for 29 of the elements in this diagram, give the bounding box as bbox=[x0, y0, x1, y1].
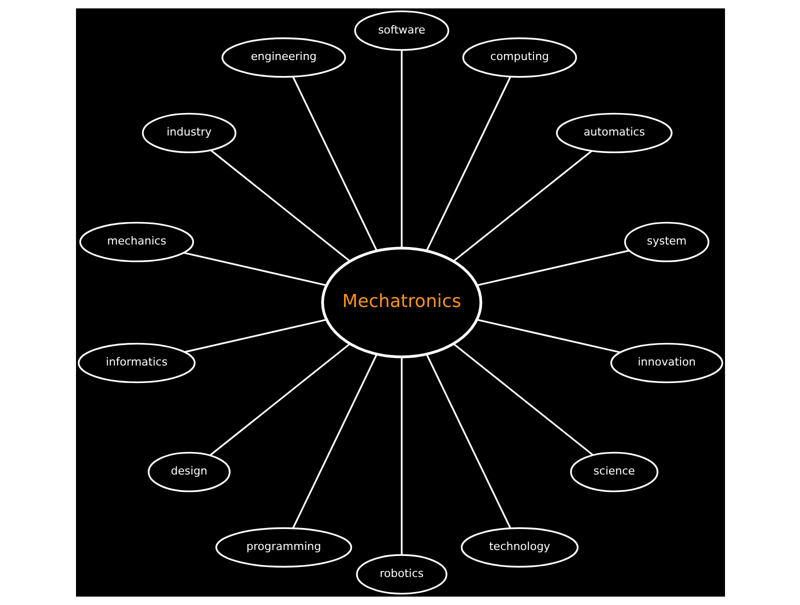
node-ellipse: programming bbox=[214, 527, 352, 568]
connector bbox=[209, 343, 350, 456]
connector bbox=[184, 318, 326, 353]
node-ellipse: mechanics bbox=[78, 222, 194, 262]
node-ellipse: computing bbox=[462, 37, 576, 78]
node-ellipse: design bbox=[147, 452, 230, 492]
connector bbox=[476, 318, 620, 354]
connector bbox=[210, 150, 350, 262]
node-ellipse: industry bbox=[141, 112, 236, 154]
connector bbox=[400, 357, 402, 555]
connector bbox=[292, 76, 378, 252]
connector bbox=[292, 354, 378, 528]
connector bbox=[400, 50, 402, 248]
node-ellipse: science bbox=[570, 452, 658, 492]
connector bbox=[183, 252, 326, 286]
node-ellipse: robotics bbox=[356, 554, 447, 595]
node-ellipse: informatics bbox=[77, 342, 196, 384]
connector bbox=[425, 76, 511, 252]
connector bbox=[452, 150, 592, 262]
node-ellipse: automatics bbox=[556, 112, 672, 154]
connector bbox=[425, 354, 511, 529]
node-ellipse: Mechatronics bbox=[320, 246, 482, 358]
connector bbox=[452, 343, 593, 456]
node-ellipse: technology bbox=[460, 527, 578, 568]
node-ellipse: software bbox=[354, 10, 449, 51]
node-ellipse: engineering bbox=[221, 37, 346, 78]
node-ellipse: innovation bbox=[610, 342, 723, 384]
connector bbox=[476, 250, 629, 286]
node-ellipse: system bbox=[624, 222, 709, 262]
